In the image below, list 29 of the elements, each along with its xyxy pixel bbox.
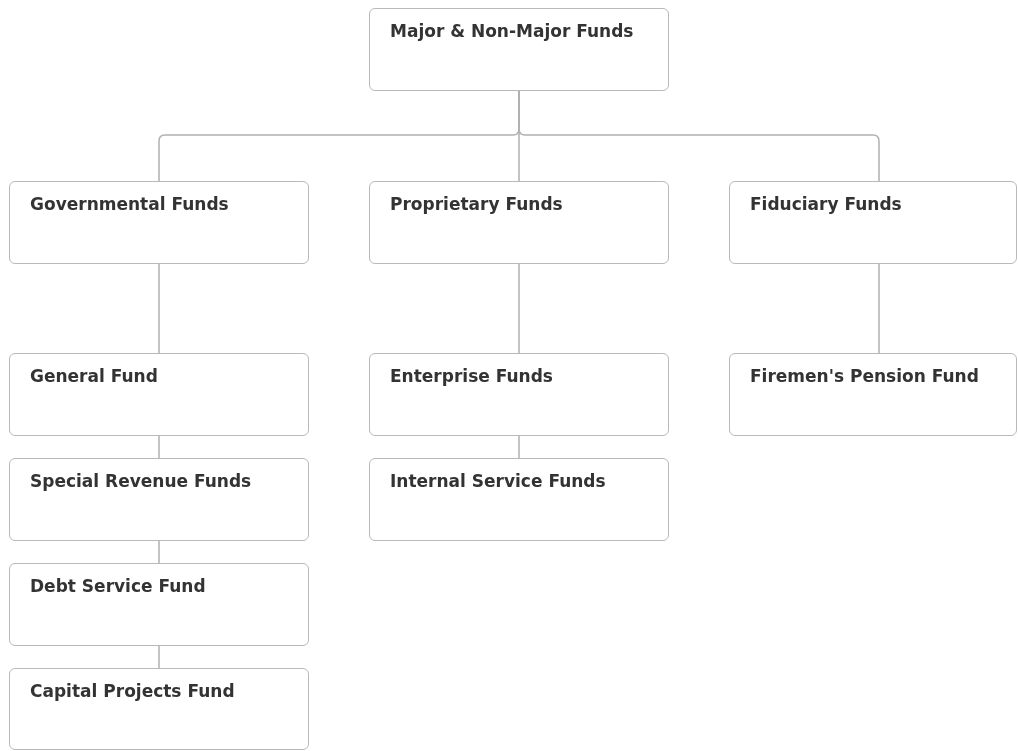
fund-name: General Fund xyxy=(30,365,159,388)
fund-name: Governmental Funds xyxy=(30,193,230,216)
fund-box xyxy=(9,181,309,264)
fund-box xyxy=(9,668,309,750)
fund-name: Internal Service Funds xyxy=(390,470,607,493)
fund-name: Major & Non-Major Funds xyxy=(390,20,635,43)
fund-name: Special Revenue Funds xyxy=(30,470,253,493)
connector-line xyxy=(158,540,160,564)
fund-name: Proprietary Funds xyxy=(390,193,564,216)
fund-box xyxy=(369,458,669,541)
fund-name: Capital Projects Fund xyxy=(30,680,236,703)
fund-name: Firemen's Pension Fund xyxy=(750,365,980,388)
connector-line xyxy=(158,435,160,459)
connector-line xyxy=(518,263,520,354)
fund-box xyxy=(369,181,669,264)
connector-line xyxy=(158,645,160,669)
fund-name: Fiduciary Funds xyxy=(750,193,903,216)
fund-name: Debt Service Fund xyxy=(30,575,207,598)
fund-box xyxy=(729,353,1017,436)
connector-line xyxy=(158,263,160,354)
connector-line xyxy=(878,263,880,354)
connector-line xyxy=(518,435,520,459)
fund-box xyxy=(369,8,669,91)
fund-box xyxy=(9,458,309,541)
fund-box xyxy=(9,563,309,646)
fund-box xyxy=(9,353,309,436)
fund-name: Enterprise Funds xyxy=(390,365,554,388)
fund-box xyxy=(369,353,669,436)
fund-box xyxy=(729,181,1017,264)
